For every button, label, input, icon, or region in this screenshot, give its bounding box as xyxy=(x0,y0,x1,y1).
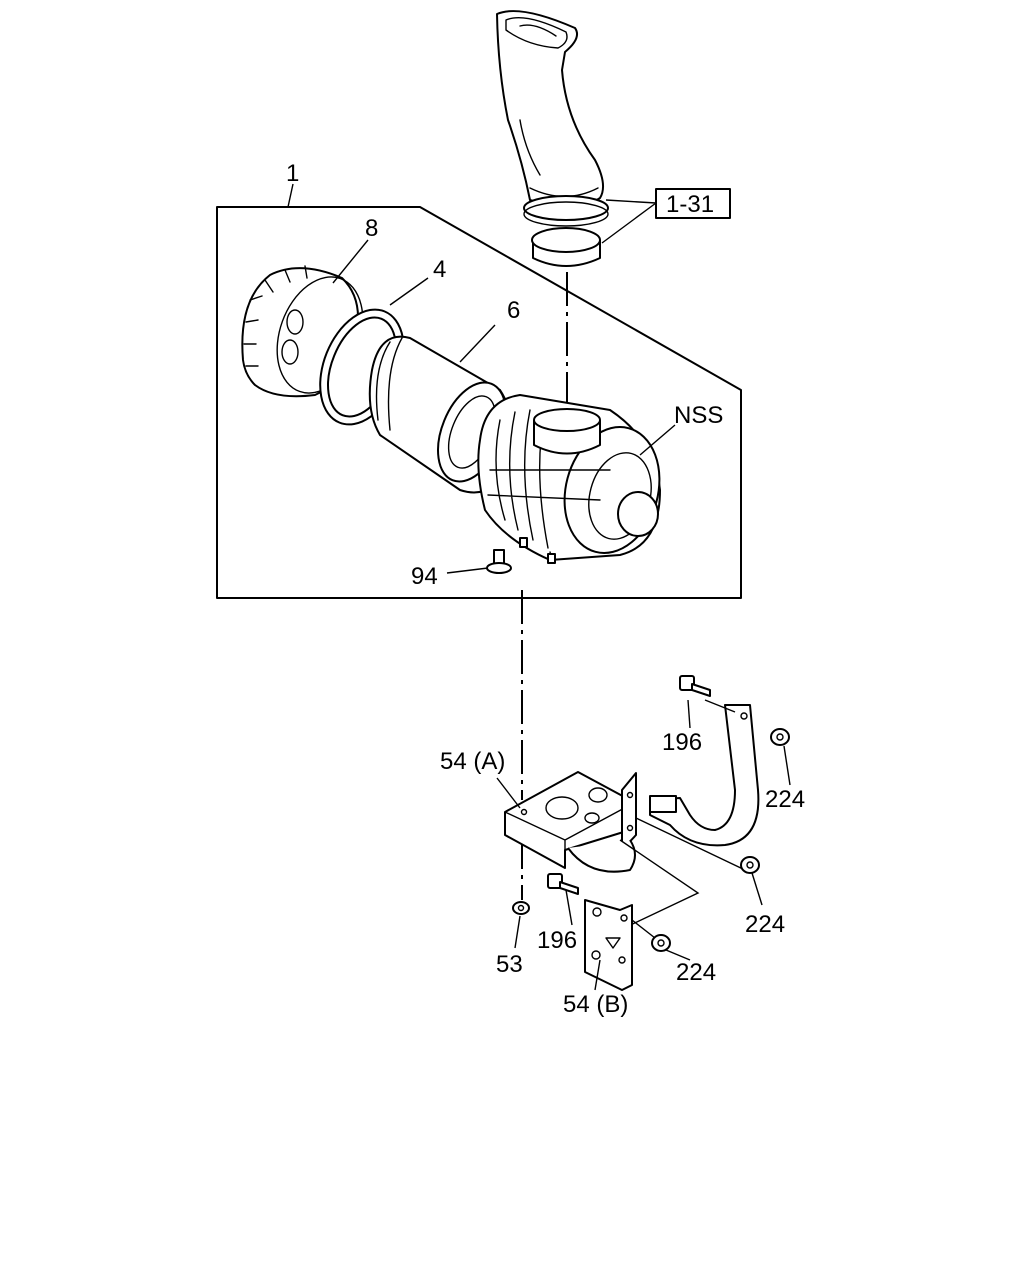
mounting-strap xyxy=(649,704,760,847)
label-stud: 94 xyxy=(411,563,438,590)
bracket-a xyxy=(504,771,637,873)
washer xyxy=(512,901,530,915)
label-nut-upper: 224 xyxy=(765,786,805,813)
label-nut-middle: 224 xyxy=(745,911,785,938)
assembly-outline xyxy=(216,206,742,599)
label-element: 6 xyxy=(507,297,520,324)
label-bracket-a: 54 (A) xyxy=(440,748,505,775)
bolt-upper xyxy=(679,675,711,697)
label-seal-ring: 4 xyxy=(433,256,446,283)
hose-clamp-lower xyxy=(531,227,601,267)
label-bracket-b: 54 (B) xyxy=(563,991,628,1018)
stud xyxy=(486,549,512,574)
label-assembly: 1 xyxy=(286,160,299,187)
housing-body xyxy=(477,394,661,564)
ref-box-label: 1-31 xyxy=(666,191,714,218)
label-cover: 8 xyxy=(365,215,378,242)
nut-upper xyxy=(770,728,790,746)
label-body: NSS xyxy=(674,402,723,429)
bolt-lower xyxy=(547,873,579,895)
intake-duct xyxy=(496,10,605,209)
nut-lower xyxy=(651,934,671,952)
bracket-b xyxy=(584,899,633,991)
label-bolt-lower: 196 xyxy=(537,927,577,954)
label-washer: 53 xyxy=(496,951,523,978)
nut-middle xyxy=(740,856,760,874)
label-bolt-upper: 196 xyxy=(662,729,702,756)
hose-clamp-upper xyxy=(523,195,609,227)
label-nut-lower: 224 xyxy=(676,959,716,986)
